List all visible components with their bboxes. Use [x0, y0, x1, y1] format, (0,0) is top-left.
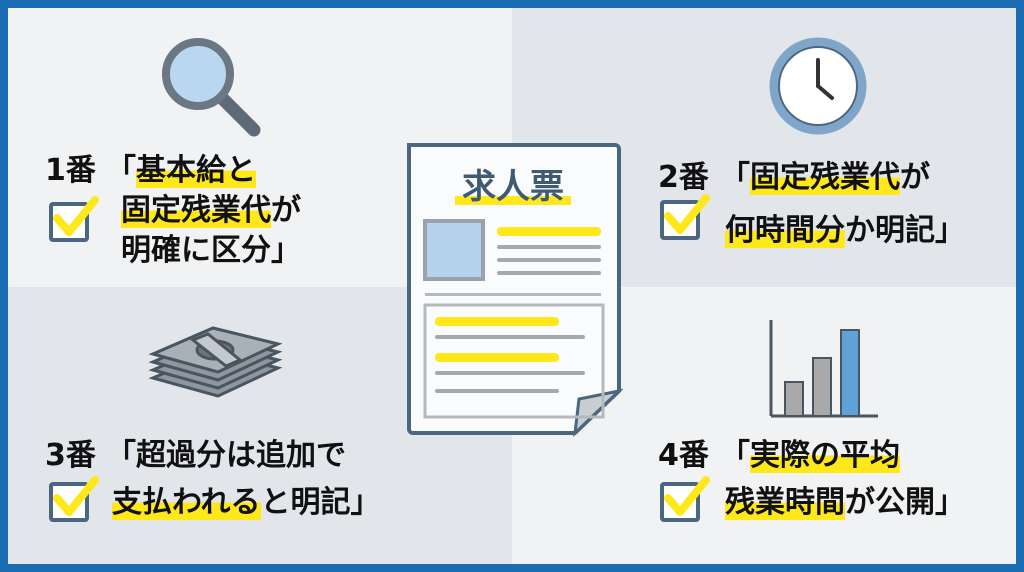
item-3-number: 3番 — [45, 438, 96, 473]
item-4-line1: 「実際の平均 — [720, 438, 900, 473]
document-icon — [407, 143, 623, 437]
item-4-number: 4番 — [658, 438, 709, 473]
item-3-line2: 支払われると明記」 — [112, 485, 381, 520]
checkbox-checked — [660, 194, 710, 240]
item-2-line2: 何時間分か明記」 — [725, 213, 965, 248]
item-2-number: 2番 — [658, 160, 709, 195]
item-3-line1: 「超過分は追加で — [106, 438, 346, 473]
bar-chart-icon — [769, 320, 878, 418]
item-4-line2: 残業時間が公開」 — [725, 485, 965, 520]
item-1-line3: 明確に区分」 — [121, 233, 301, 268]
clock-icon — [769, 37, 867, 135]
item-1-number: 1番 — [45, 153, 96, 188]
magnifier-icon — [162, 38, 261, 137]
checkbox-checked — [660, 476, 710, 522]
job-posting-document: 求人票 — [403, 141, 623, 437]
item-1-line1: 「基本給と — [106, 153, 256, 188]
money-stack-icon — [148, 326, 283, 398]
infographic: 1番 「基本給と 固定残業代が 明確に区分」 2番 「固定残業代が 何時間分か明… — [8, 8, 1016, 564]
item-1-line2: 固定残業代が — [121, 193, 301, 228]
item-2-line1: 「固定残業代が — [720, 160, 930, 195]
checkbox-checked — [49, 196, 99, 242]
checkbox-checked — [49, 476, 99, 522]
document-title: 求人票 — [462, 167, 564, 207]
